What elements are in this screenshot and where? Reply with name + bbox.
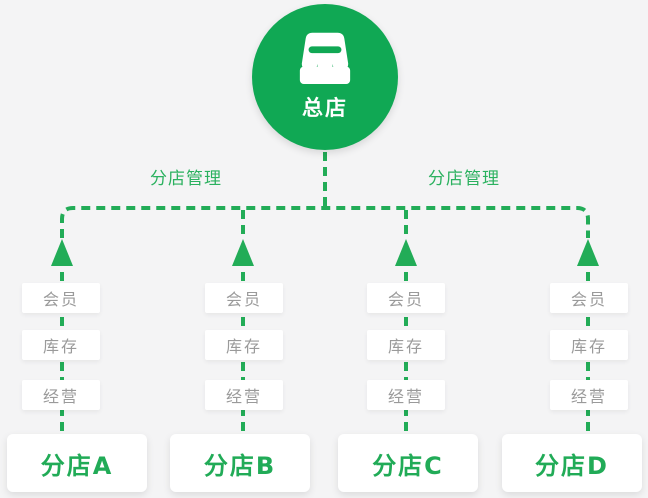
branch-store-b: 分店B (170, 434, 310, 492)
up-arrow-icon (232, 239, 254, 266)
branch-store-a: 分店A (7, 434, 147, 492)
branch-store-d: 分店D (502, 434, 642, 492)
storefront-icon (299, 32, 351, 84)
service-box-members: 会员 (367, 283, 445, 313)
branch-store-c: 分店C (338, 434, 478, 492)
service-box-members: 会员 (550, 283, 628, 313)
service-box-inventory: 库存 (367, 330, 445, 360)
service-box-members: 会员 (205, 283, 283, 313)
service-box-members: 会员 (22, 283, 100, 313)
storefront-base (299, 66, 351, 84)
up-arrow-icon (395, 239, 417, 266)
service-box-operations: 经营 (205, 380, 283, 410)
storefront-slot (308, 45, 342, 53)
main-store-node: 总店 (252, 4, 398, 150)
service-box-inventory: 库存 (550, 330, 628, 360)
manage-label-right: 分店管理 (428, 169, 500, 189)
service-box-inventory: 库存 (205, 330, 283, 360)
up-arrow-icon (51, 239, 73, 266)
service-box-operations: 经营 (367, 380, 445, 410)
service-box-operations: 经营 (22, 380, 100, 410)
distribution-line (60, 206, 590, 238)
service-box-operations: 经营 (550, 380, 628, 410)
up-arrows-group (51, 239, 599, 266)
up-arrow-icon (577, 239, 599, 266)
service-box-inventory: 库存 (22, 330, 100, 360)
manage-label-left: 分店管理 (150, 169, 222, 189)
dashed-lines-group (60, 152, 590, 432)
main-store-label: 总店 (302, 95, 348, 120)
